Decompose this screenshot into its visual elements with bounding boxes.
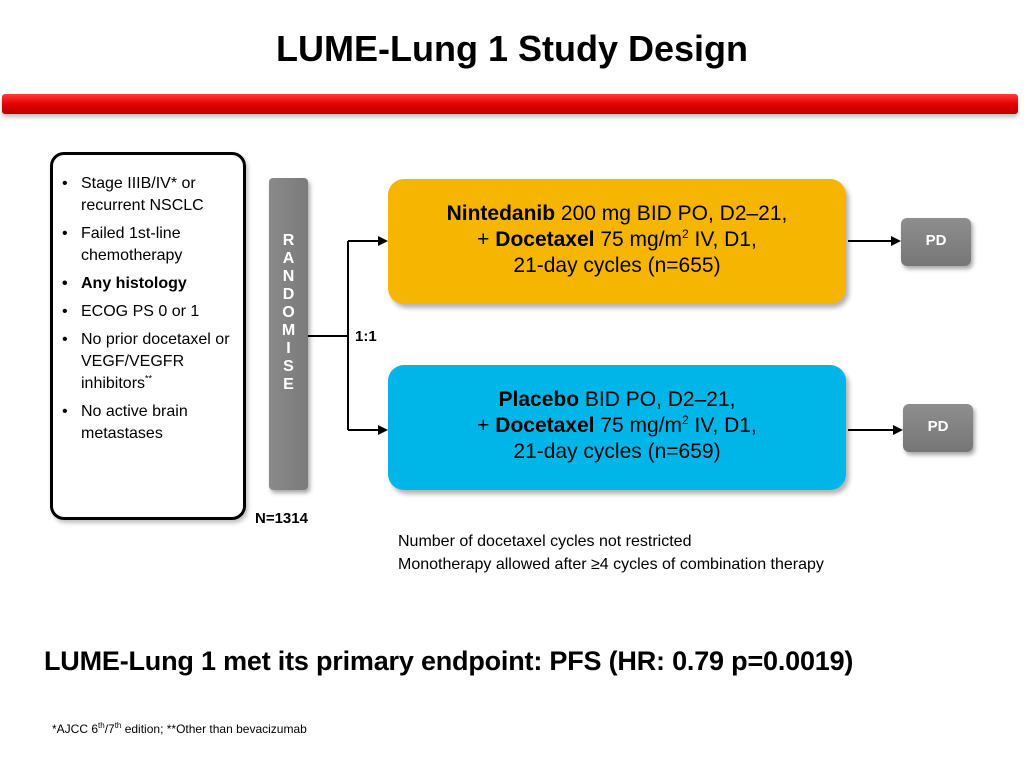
arm-cycles: 21-day cycles (n=655) (513, 254, 721, 277)
footnote: *AJCC 6th/7th edition; **Other than beva… (52, 721, 307, 737)
criteria-item-text: Stage IIIB/IV* or recurrent NSCLC (81, 175, 204, 214)
title-divider-bar (2, 94, 1018, 114)
randomise-letter: R (282, 232, 295, 249)
arm-combo-dose: 75 mg/m (594, 228, 683, 251)
footnote-text: *AJCC 6 (52, 722, 99, 736)
randomise-letter: E (283, 376, 294, 393)
arm-drug-dose: BID PO, D2–21, (579, 388, 736, 411)
criteria-item-text: Failed 1st-line chemotherapy (81, 225, 183, 264)
arm-drug-name: Placebo (498, 388, 580, 411)
arm-drug-name: Nintedanib (446, 202, 556, 225)
arm-combo-route: IV, D1, (688, 228, 757, 251)
randomisation-ratio-label: 1:1 (355, 328, 377, 345)
criteria-item: ECOG PS 0 or 1 (62, 301, 237, 323)
randomise-letter: M (281, 322, 296, 339)
eligibility-criteria-list: Stage IIIB/IV* or recurrent NSCLC Failed… (53, 155, 243, 445)
arm-combo-route: IV, D1, (688, 414, 757, 437)
randomise-letter: D (282, 286, 295, 303)
criteria-item: No active brain metastases (62, 401, 237, 445)
criteria-item-text: Any histology (81, 275, 187, 292)
study-note: Number of docetaxel cycles not restricte… (398, 533, 692, 550)
arm-cycles: 21-day cycles (n=659) (513, 440, 721, 463)
study-note: Monotherapy allowed after ≥4 cycles of c… (398, 556, 824, 573)
footnote-text: edition; **Other than bevacizumab (121, 722, 307, 736)
arm-plus-sign: + (477, 228, 496, 251)
footnote-superscript: th (98, 721, 105, 730)
criteria-item-text: ECOG PS 0 or 1 (81, 303, 200, 320)
criteria-item-text: No prior docetaxel or VEGF/VEGFR inhibit… (81, 331, 230, 392)
primary-endpoint-conclusion: LUME-Lung 1 met its primary endpoint: PF… (44, 646, 854, 676)
outcome-pd-box-2: PD (903, 404, 973, 452)
criteria-item: Stage IIIB/IV* or recurrent NSCLC (62, 173, 237, 217)
randomise-letter: O (282, 304, 295, 321)
arm-combo-drug: Docetaxel (495, 228, 595, 251)
arm-line-1: Nintedanib 200 mg BID PO, D2–21, (388, 201, 846, 227)
criteria-item-text: No active brain metastases (81, 403, 188, 442)
treatment-arm-placebo: Placebo BID PO, D2–21, + Docetaxel 75 mg… (388, 365, 846, 490)
outcome-pd-box-1: PD (901, 218, 971, 266)
criteria-item: No prior docetaxel or VEGF/VEGFR inhibit… (62, 329, 237, 395)
criteria-item: Failed 1st-line chemotherapy (62, 223, 237, 267)
criteria-item: Any histology (62, 273, 237, 295)
arm-combo-dose-exponent: 2 (682, 227, 689, 241)
footnote-superscript: th (114, 721, 122, 730)
eligibility-criteria-box: Stage IIIB/IV* or recurrent NSCLC Failed… (50, 152, 246, 520)
randomise-letter: I (286, 340, 291, 357)
arm-drug-dose: 200 mg BID PO, D2–21, (555, 202, 788, 225)
sample-size-label: N=1314 (255, 510, 308, 527)
study-notes: Number of docetaxel cycles not restricte… (398, 530, 824, 576)
footnote-text: /7 (104, 722, 115, 736)
randomise-letter: A (282, 250, 295, 267)
arm-combo-drug: Docetaxel (495, 414, 595, 437)
arm-line-1: Placebo BID PO, D2–21, (388, 387, 846, 413)
arm-plus-sign: + (477, 414, 496, 437)
arm-line-2: + Docetaxel 75 mg/m2 IV, D1, (388, 413, 846, 439)
arm-combo-dose-exponent: 2 (682, 413, 689, 427)
randomise-bar: R A N D O M I S E (269, 178, 308, 490)
randomise-letter: N (282, 268, 295, 285)
criteria-footnote-marker: ** (145, 373, 153, 384)
page-title: LUME-Lung 1 Study Design (276, 28, 748, 69)
treatment-arm-nintedanib: Nintedanib 200 mg BID PO, D2–21, + Docet… (388, 179, 846, 304)
arm-combo-dose: 75 mg/m (594, 414, 683, 437)
randomise-letter: S (283, 358, 294, 375)
arm-line-2: + Docetaxel 75 mg/m2 IV, D1, (388, 227, 846, 253)
